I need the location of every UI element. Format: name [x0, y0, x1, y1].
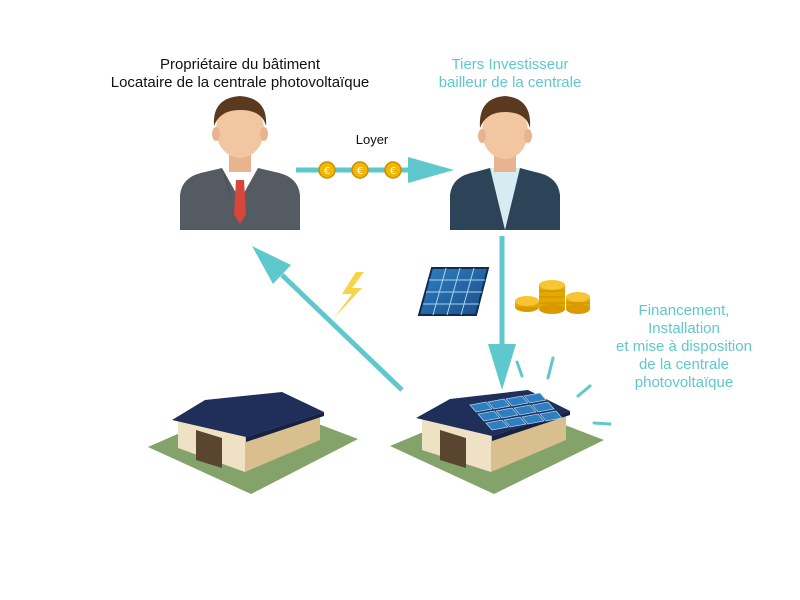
coin-stack-icon: [515, 280, 590, 314]
svg-text:€: €: [357, 166, 363, 177]
investor-label: Tiers Investisseur bailleur de la centra…: [400, 56, 620, 92]
investor-title: Tiers Investisseur: [451, 56, 569, 73]
rent-label: Loyer: [355, 132, 389, 147]
euro-coin-icon: €: [318, 161, 336, 179]
services-label: Financement, Installation et mise à disp…: [592, 302, 776, 392]
services-line-4: de la centrale: [638, 356, 730, 373]
highlight-rays: [515, 356, 612, 426]
svg-text:€: €: [324, 166, 330, 177]
owner-person-icon: [180, 96, 300, 230]
owner-label: Propriétaire du bâtiment Locataire de la…: [90, 56, 390, 92]
services-line-3: et mise à disposition: [616, 338, 752, 355]
services-line-1: Financement,: [638, 302, 730, 319]
investor-person-icon: [450, 96, 560, 230]
supply-arrow: [488, 236, 516, 390]
owner-subtitle: Locataire de la centrale photovoltaïque: [110, 74, 370, 91]
euro-coin-icon: €: [351, 161, 369, 179]
services-line-5: photovoltaïque: [634, 374, 734, 391]
solar-panel-icon: [417, 267, 490, 316]
house-right-icon: [390, 390, 604, 494]
svg-text:€: €: [390, 166, 396, 177]
euro-coin-icon: €: [384, 161, 402, 179]
lightning-icon: [334, 272, 364, 318]
house-left-icon: [148, 392, 358, 494]
services-line-2: Installation: [648, 320, 720, 337]
roof-solar-panels: [469, 392, 563, 431]
investor-subtitle: bailleur de la centrale: [438, 74, 582, 91]
energy-arrow: [252, 246, 404, 392]
owner-title: Propriétaire du bâtiment: [159, 56, 321, 73]
